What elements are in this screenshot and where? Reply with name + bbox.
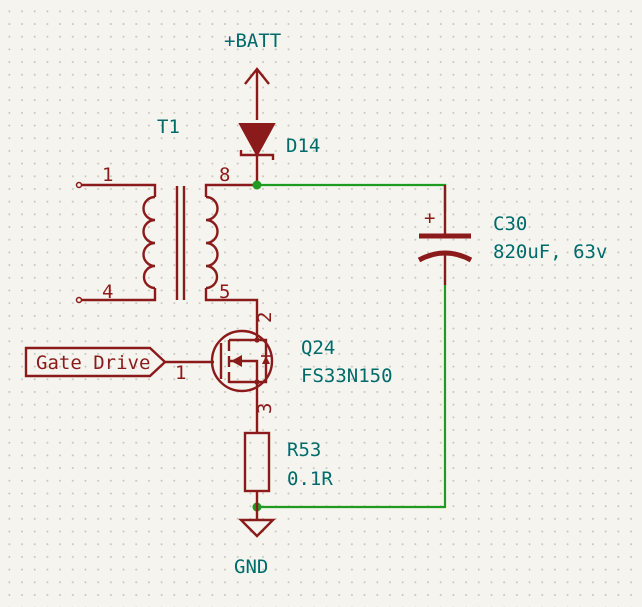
gate-label-text: Gate Drive bbox=[36, 352, 150, 374]
resistor-body-icon bbox=[243, 431, 271, 493]
transformer-pin-4: 4 bbox=[102, 281, 113, 303]
resistor-value: 0.1R bbox=[287, 468, 333, 490]
pin1-endpoint[interactable] bbox=[75, 181, 83, 189]
transformer-ref: T1 bbox=[157, 116, 180, 138]
transformer-t1[interactable]: T1 1 4 8 5 bbox=[75, 116, 259, 334]
batt-power-symbol[interactable]: +BATT bbox=[224, 30, 281, 120]
mosfet-pin-1: 1 bbox=[175, 362, 186, 384]
wire-return[interactable] bbox=[257, 285, 447, 509]
gnd-label: GND bbox=[234, 556, 268, 578]
transformer-pin-1: 1 bbox=[102, 164, 113, 186]
transformer-pin-5: 5 bbox=[219, 281, 230, 303]
gnd-power-symbol[interactable]: GND bbox=[234, 518, 276, 578]
mosfet-body-diode-icon bbox=[262, 356, 270, 364]
batt-arrow-icon bbox=[244, 67, 270, 120]
gate-drive-label[interactable]: Gate Drive bbox=[24, 346, 214, 378]
capacitor-c30[interactable]: + C30 820uF, 63v bbox=[417, 185, 607, 285]
transformer-pin-8: 8 bbox=[219, 164, 230, 186]
junction-top bbox=[252, 180, 262, 190]
primary-coil-icon bbox=[142, 195, 156, 290]
primary-lead-top bbox=[81, 183, 157, 197]
mosfet-pin-2: 2 bbox=[254, 312, 276, 323]
secondary-lead-top bbox=[204, 183, 257, 197]
mosfet-arrow-icon bbox=[231, 355, 242, 367]
primary-lead-bottom bbox=[81, 288, 157, 302]
wire-top[interactable] bbox=[257, 183, 447, 212]
mosfet-value: FS33N150 bbox=[301, 365, 393, 387]
secondary-coil-icon bbox=[205, 195, 219, 290]
mosfet-q24[interactable]: 2 1 3 Q24 FS33N150 bbox=[175, 312, 393, 414]
diode-triangle-icon bbox=[238, 123, 276, 158]
capacitor-ref: C30 bbox=[493, 213, 527, 235]
mosfet-pin-3: 3 bbox=[254, 403, 276, 414]
diode-d14[interactable]: D14 bbox=[238, 123, 320, 185]
resistor-r53[interactable]: R53 0.1R bbox=[243, 401, 333, 520]
wires bbox=[252, 180, 447, 512]
mosfet-drain-lead bbox=[229, 334, 259, 342]
mosfet-body bbox=[210, 329, 274, 393]
batt-label: +BATT bbox=[224, 30, 281, 52]
resistor-ref: R53 bbox=[287, 439, 321, 461]
gate-label-flag-icon bbox=[24, 346, 167, 378]
cap-polarity-icon: + bbox=[424, 207, 435, 229]
mosfet-ref: Q24 bbox=[301, 337, 335, 359]
secondary-lead-bottom bbox=[204, 288, 259, 334]
pin4-endpoint[interactable] bbox=[75, 296, 83, 304]
ground-icon bbox=[238, 518, 276, 538]
mosfet-body-lead bbox=[229, 359, 259, 382]
capacitor-value: 820uF, 63v bbox=[493, 241, 607, 263]
diode-ref: D14 bbox=[286, 135, 320, 157]
